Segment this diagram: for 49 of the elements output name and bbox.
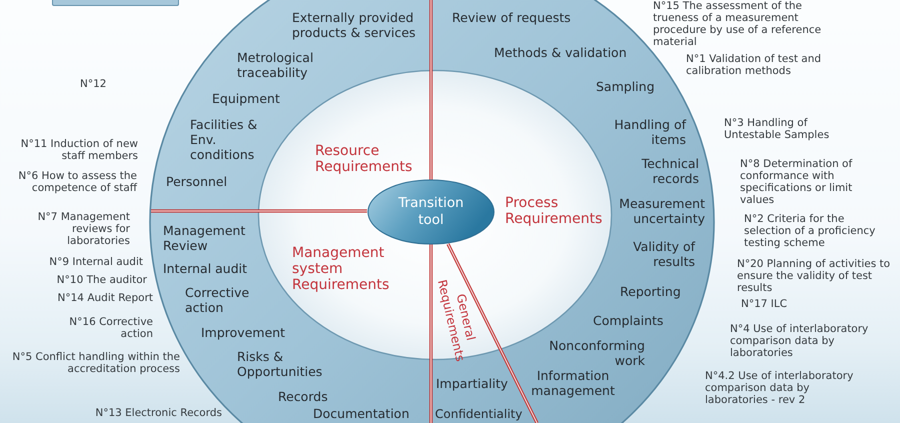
guidance-note: N°2 Criteria for the selection of a proficiency testing scheme	[744, 213, 876, 249]
clause-label: Measurement uncertainty	[618, 196, 705, 226]
clause-label: Equipment	[212, 91, 280, 106]
clause-label: Confidentiality	[435, 407, 522, 422]
clause-label: Metrological traceability	[237, 50, 314, 80]
clause-label: Methods & validation	[494, 45, 627, 60]
guidance-note: N°8 Determination of conformance with specifications or limit values	[740, 158, 854, 206]
guidance-note: N°14 Audit Report	[58, 292, 153, 304]
guidance-note: N°3 Handling of Untestable Samples	[724, 117, 830, 141]
clause-label: Validity of results	[632, 239, 695, 269]
clause-label: Review of requests	[452, 10, 571, 25]
clause-label: Documentation	[313, 406, 410, 421]
guidance-note: N°4.2 Use of interlaboratory comparison data by laboratories - rev 2	[705, 370, 854, 406]
clause-label: Improvement	[201, 325, 286, 340]
clause-label: Impartiality	[436, 376, 508, 391]
clause-label: Complaints	[593, 313, 664, 328]
guidance-note: N°7 Management reviews for laboratories	[36, 211, 130, 247]
clause-label: Technical records	[640, 156, 699, 186]
guidance-note: N°16 Corrective action	[68, 316, 153, 340]
guidance-note: N°17 ILC	[741, 298, 788, 310]
clause-label: Handling of items	[613, 117, 686, 147]
clause-label: Sampling	[596, 79, 655, 94]
clause-label: Records	[278, 389, 328, 404]
clause-label: Corrective action	[185, 285, 250, 315]
clause-label: Risks & Opportunities	[237, 349, 324, 379]
guidance-note: N°20 Planning of activities to ensure the validity of test results	[737, 258, 892, 294]
guidance-note: N°5 Conflict handling within the accreditation process	[11, 351, 180, 375]
guidance-note: N°12	[80, 78, 106, 90]
sector-title: Process Requirements	[505, 195, 604, 227]
center-ellipse	[367, 179, 495, 245]
guidance-note: N°9 Internal audit	[49, 256, 143, 268]
clause-label: Personnel	[166, 174, 228, 189]
clause-label: Facilities & Env. conditions	[190, 117, 258, 162]
clause-label: Internal audit	[163, 261, 248, 276]
guidance-note: N°6 How to assess the competence of staff	[17, 170, 137, 194]
guidance-note: N°4 Use of interlaboratory comparison data by laboratories	[730, 323, 870, 359]
guidance-note: N°15 The assessment of the trueness of a measurement procedure by use of a reference material	[653, 0, 822, 48]
clause-label: Nonconforming work	[548, 338, 645, 368]
sector-title: Resource Requirements	[315, 143, 414, 175]
clause-label: Externally provided products & services	[292, 10, 417, 40]
guidance-note: N°10 The auditor	[56, 274, 147, 286]
clause-label: Information management	[530, 368, 616, 398]
guidance-note: N°11 Induction of new staff members	[20, 138, 138, 162]
guidance-note: N°13 Electronic Records	[95, 407, 222, 419]
center-label: Transition tool	[397, 195, 465, 229]
sector-title: Management system Requirements	[292, 245, 390, 293]
clause-label: Management Review	[163, 223, 246, 253]
clause-label: Reporting	[620, 284, 681, 299]
guidance-note: N°1 Validation of test and calibration methods	[686, 53, 822, 77]
